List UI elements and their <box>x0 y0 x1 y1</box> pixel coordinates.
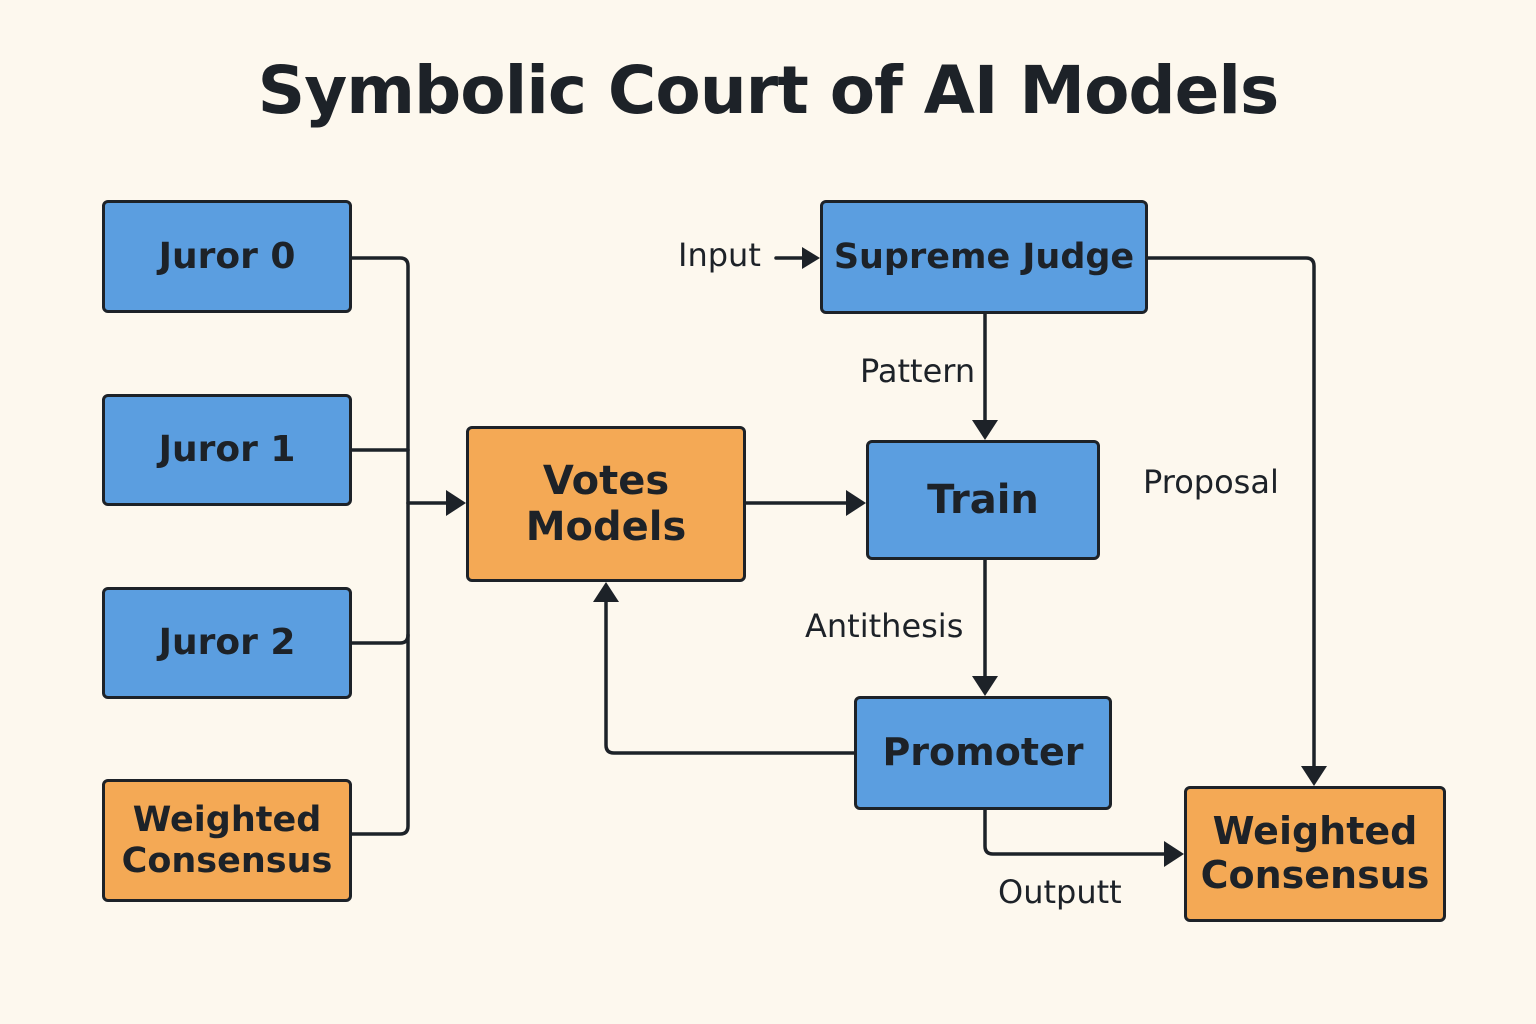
juror-1-label: Juror 1 <box>158 429 296 471</box>
supreme-judge-label: Supreme Judge <box>833 236 1135 277</box>
arrowhead-promoter-top <box>972 676 998 696</box>
juror-0-node[interactable]: Juror 0 <box>102 200 352 313</box>
edge-supreme-to-weighted-right <box>1146 256 1316 772</box>
votes-models-label: Votes Models <box>525 458 687 550</box>
weighted-consensus-left-node[interactable]: Weighted Consensus <box>102 779 352 902</box>
edge-juror0-bus <box>350 256 410 836</box>
arrowhead-train-top <box>972 420 998 440</box>
edge-promoter-to-votes <box>604 598 856 755</box>
train-node[interactable]: Train <box>866 440 1100 560</box>
arrowhead-votes-in <box>446 490 466 516</box>
arrowhead-weighted-right-top <box>1301 766 1327 786</box>
arrowhead-votes-bottom <box>593 582 619 602</box>
arrowhead-weighted-right-left <box>1164 841 1184 867</box>
edge-label-antithesis: Antithesis <box>805 607 964 645</box>
edge-juror2-bus <box>350 633 410 645</box>
juror-0-label: Juror 0 <box>158 235 296 277</box>
page-title: Symbolic Court of AI Models <box>257 52 1280 129</box>
promoter-node[interactable]: Promoter <box>854 696 1112 810</box>
arrowhead-train-in <box>846 490 866 516</box>
juror-2-node[interactable]: Juror 2 <box>102 587 352 699</box>
juror-2-label: Juror 2 <box>158 622 296 664</box>
weighted-consensus-right-label: Weighted Consensus <box>1200 809 1430 897</box>
edge-label-output: Outputt <box>998 873 1122 911</box>
promoter-label: Promoter <box>882 730 1084 775</box>
edge-label-input: Input <box>678 236 761 274</box>
supreme-judge-node[interactable]: Supreme Judge <box>820 200 1148 314</box>
weighted-consensus-left-label: Weighted Consensus <box>121 800 333 881</box>
arrowhead-supreme-in <box>802 247 820 269</box>
edge-label-pattern: Pattern <box>860 352 976 390</box>
train-label: Train <box>927 477 1039 523</box>
juror-1-node[interactable]: Juror 1 <box>102 394 352 506</box>
weighted-consensus-right-node[interactable]: Weighted Consensus <box>1184 786 1446 922</box>
votes-models-node[interactable]: Votes Models <box>466 426 746 582</box>
edge-promoter-to-weighted-right <box>983 808 1170 856</box>
edge-label-proposal: Proposal <box>1143 463 1279 501</box>
